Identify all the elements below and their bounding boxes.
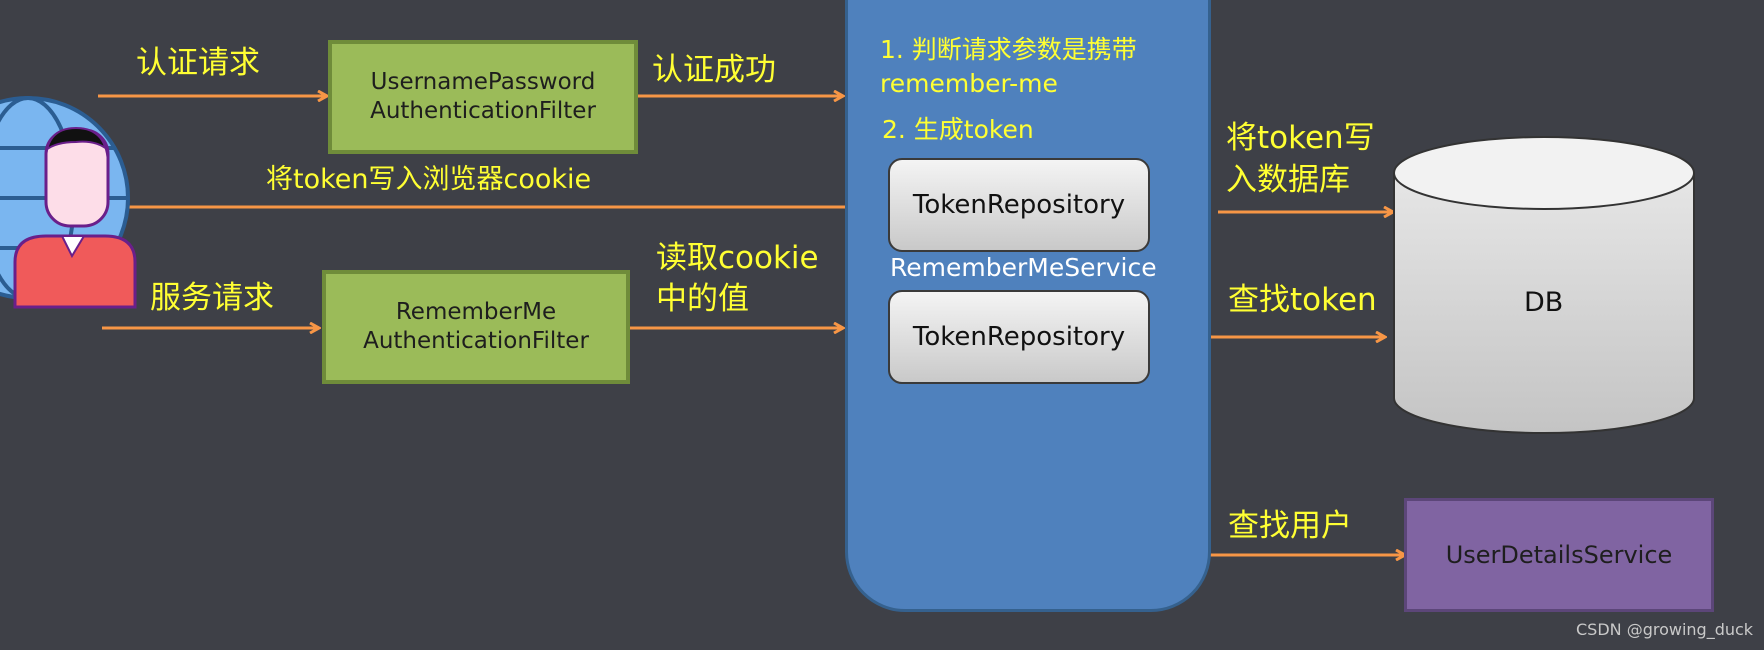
upaf-line2: AuthenticationFilter xyxy=(370,98,596,124)
label-find-user: 查找用户 xyxy=(1228,508,1352,544)
token-repository-box-bottom: TokenRepository xyxy=(888,290,1150,384)
token-repository-bottom-label: TokenRepository xyxy=(912,322,1126,352)
username-password-filter-box: UsernamePassword AuthenticationFilter xyxy=(328,40,638,154)
rmaf-line1: RememberMe xyxy=(395,299,557,325)
user-details-service-label: UserDetailsService xyxy=(1445,541,1673,569)
label-write-db-line1: 将token写 xyxy=(1226,120,1375,156)
db-label: DB xyxy=(1524,287,1564,318)
db-cylinder xyxy=(1393,136,1695,434)
service-step2: 2. 生成token xyxy=(882,115,1034,144)
label-write-cookie: 将token写入浏览器cookie xyxy=(266,164,592,195)
service-step1-line1: 1. 判断请求参数是携带 xyxy=(880,35,1137,64)
label-auth-request: 认证请求 xyxy=(136,45,260,81)
token-repository-top-label: TokenRepository xyxy=(912,190,1126,220)
label-write-db-line2: 入数据库 xyxy=(1226,162,1350,198)
label-read-cookie-line1: 读取cookie xyxy=(656,240,819,276)
label-auth-success: 认证成功 xyxy=(652,52,776,88)
remember-me-filter-box: RememberMe AuthenticationFilter xyxy=(322,270,630,384)
upaf-line1: UsernamePassword xyxy=(370,69,596,95)
label-find-token: 查找token xyxy=(1228,282,1377,318)
watermark: CSDN @growing_duck xyxy=(1576,620,1754,639)
user-details-service-box: UserDetailsService xyxy=(1404,498,1714,612)
label-read-cookie-line2: 中的值 xyxy=(656,281,749,317)
remember-me-service-label: RememberMeService xyxy=(890,253,1157,282)
token-repository-box-top: TokenRepository xyxy=(888,158,1150,252)
rmaf-line2: AuthenticationFilter xyxy=(363,328,589,354)
user-globe-icon xyxy=(0,96,137,309)
label-service-request: 服务请求 xyxy=(150,280,274,316)
service-step1-line2: remember-me xyxy=(880,69,1058,98)
